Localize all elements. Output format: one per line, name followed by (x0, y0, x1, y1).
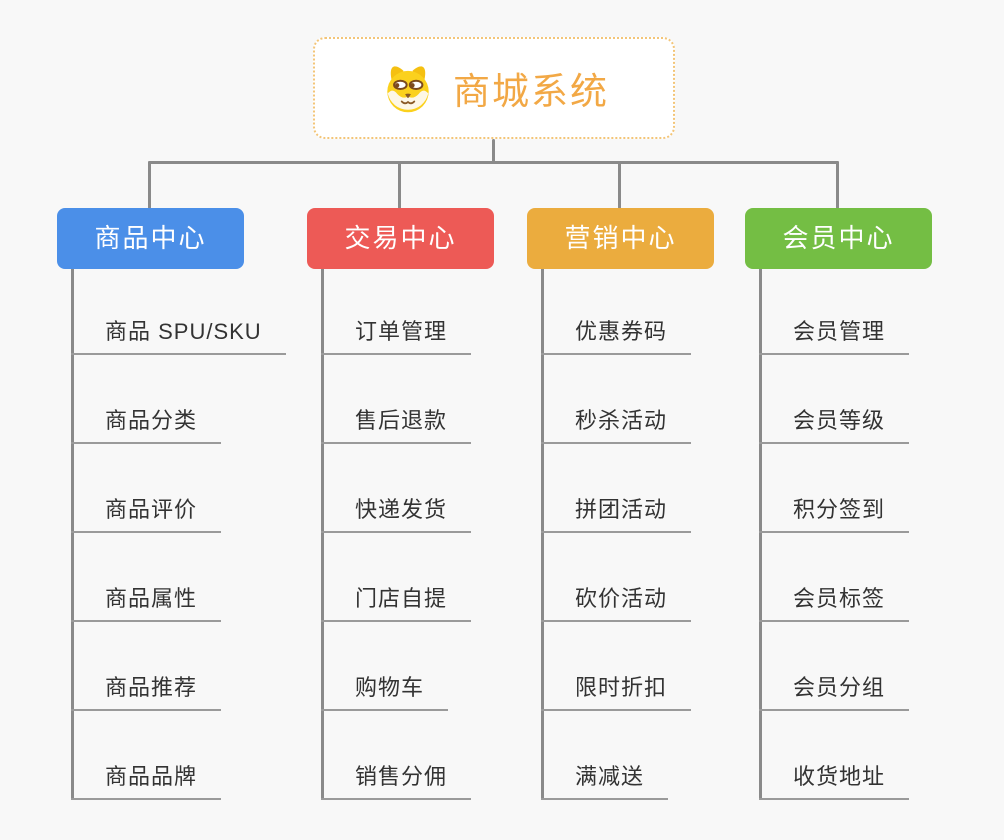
branch-member: 会员中心 会员管理 会员等级 积分签到 会员标签 会员分组 收货地址 (745, 208, 975, 808)
leaf-node[interactable]: 会员等级 (759, 406, 910, 444)
leaf-node[interactable]: 商品评价 (71, 495, 222, 533)
branch-header-product[interactable]: 商品中心 (57, 208, 244, 269)
leaf-node[interactable]: 会员分组 (759, 673, 910, 711)
leaf-node[interactable]: 优惠券码 (541, 317, 692, 355)
branch-trade: 交易中心 订单管理 售后退款 快递发货 门店自提 购物车 销售分佣 (307, 208, 537, 808)
leaf-node[interactable]: 砍价活动 (541, 584, 692, 622)
leaf-node[interactable]: 快递发货 (321, 495, 472, 533)
leaf-node[interactable]: 门店自提 (321, 584, 472, 622)
leaf-node[interactable]: 满减送 (541, 762, 669, 800)
root-title: 商城系统 (453, 71, 609, 112)
branch-marketing: 营销中心 优惠券码 秒杀活动 拼团活动 砍价活动 限时折扣 满减送 (527, 208, 757, 808)
leaf-node[interactable]: 收货地址 (759, 762, 910, 800)
leaf-node[interactable]: 商品推荐 (71, 673, 222, 711)
branch-spine (759, 269, 762, 800)
connector-root-stub (492, 139, 495, 163)
leaf-node[interactable]: 商品分类 (71, 406, 222, 444)
branch-spine (321, 269, 324, 800)
branch-product: 商品中心 商品 SPU/SKU 商品分类 商品评价 商品属性 商品推荐 商品品牌 (57, 208, 287, 808)
doge-icon (379, 61, 437, 115)
connector-drop-product (148, 161, 151, 209)
branch-header-member[interactable]: 会员中心 (745, 208, 932, 269)
leaf-node[interactable]: 会员标签 (759, 584, 910, 622)
connector-drop-member (836, 161, 839, 209)
connector-horizontal (148, 161, 839, 164)
leaf-node[interactable]: 商品品牌 (71, 762, 222, 800)
branch-header-trade[interactable]: 交易中心 (307, 208, 494, 269)
leaf-node[interactable]: 购物车 (321, 673, 449, 711)
root-node[interactable]: 商城系统 (313, 37, 675, 139)
leaf-node[interactable]: 销售分佣 (321, 762, 472, 800)
leaf-node[interactable]: 商品 SPU/SKU (71, 317, 286, 355)
connector-drop-trade (398, 161, 401, 209)
leaf-node[interactable]: 售后退款 (321, 406, 472, 444)
branch-header-marketing[interactable]: 营销中心 (527, 208, 714, 269)
leaf-node[interactable]: 积分签到 (759, 495, 910, 533)
leaf-node[interactable]: 订单管理 (321, 317, 472, 355)
leaf-node[interactable]: 限时折扣 (541, 673, 692, 711)
leaf-node[interactable]: 会员管理 (759, 317, 910, 355)
branch-spine (541, 269, 544, 800)
branch-spine (71, 269, 74, 800)
leaf-node[interactable]: 拼团活动 (541, 495, 692, 533)
leaf-node[interactable]: 商品属性 (71, 584, 222, 622)
leaf-node[interactable]: 秒杀活动 (541, 406, 692, 444)
connector-drop-marketing (618, 161, 621, 209)
